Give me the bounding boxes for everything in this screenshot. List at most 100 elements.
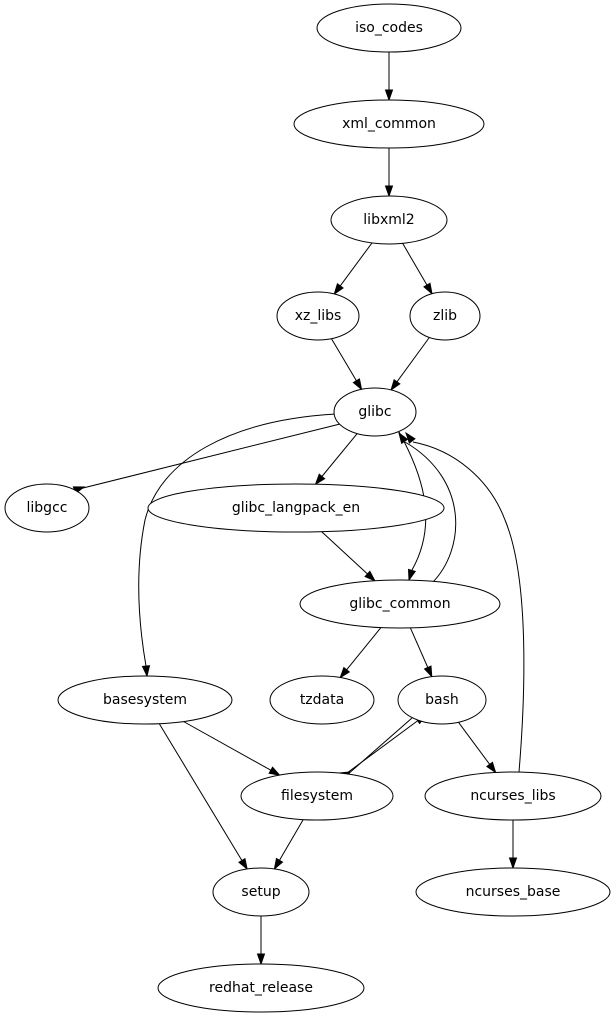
edge-glibc-to-glibc_langpack_en [314, 433, 358, 486]
node-bash[interactable]: bash [397, 675, 487, 725]
node-shape [293, 99, 485, 149]
node-redhat-release[interactable]: redhat_release [157, 963, 365, 1013]
arrowhead-icon [339, 666, 351, 679]
node-ncurses-libs[interactable]: ncurses_libs [424, 771, 602, 821]
node-label: libxml2 [363, 212, 414, 228]
arrowhead-icon [141, 665, 151, 678]
edge-line [321, 433, 358, 477]
node-shape [276, 291, 360, 341]
arrowhead-icon [268, 766, 281, 776]
node-label: ncurses_libs [470, 788, 555, 804]
node-glibc[interactable]: glibc [333, 387, 417, 437]
arrowhead-icon [508, 857, 518, 870]
edge-bash-to-filesystem [337, 717, 413, 780]
arrowhead-icon [314, 473, 326, 486]
edge-iso_codes-to-xml_common [384, 52, 394, 102]
node-label: glibc_common [349, 596, 450, 612]
edge-line [279, 819, 304, 861]
arrowhead-icon [423, 665, 433, 679]
node-label: setup [241, 884, 280, 900]
node-zlib[interactable]: zlib [409, 291, 481, 341]
nodes-layer: iso_codes xml_common libxml2 xz_libs zlib gli… [4, 3, 611, 1013]
arrowhead-icon [364, 570, 376, 582]
edge-line [409, 627, 429, 668]
node-label: bash [425, 692, 459, 708]
edge-libxml2-to-zlib [402, 243, 433, 296]
node-ncurses-base[interactable]: ncurses_base [415, 867, 611, 917]
node-tzdata[interactable]: tzdata [269, 675, 375, 725]
edge-glibc_langpack_en-to-glibc_common [321, 531, 376, 582]
arrowhead-icon [407, 568, 417, 582]
node-label: redhat_release [209, 980, 313, 996]
node-shape [409, 291, 481, 341]
node-shape [415, 867, 611, 917]
node-shape [240, 771, 394, 821]
node-xz-libs[interactable]: xz_libs [276, 291, 360, 341]
node-label: zlib [433, 308, 457, 324]
node-shape [397, 675, 487, 725]
node-label: xml_common [342, 116, 436, 132]
edge-line [412, 441, 525, 773]
arrowhead-icon [333, 283, 344, 296]
node-label: xz_libs [295, 308, 342, 324]
edge-xz_libs-to-glibc [331, 338, 363, 391]
arrowhead-icon [273, 857, 284, 871]
node-shape [269, 675, 375, 725]
edge-xml_common-to-libxml2 [384, 148, 394, 198]
node-shape [330, 195, 448, 245]
edge-line [346, 717, 413, 776]
edge-setup-to-redhat_release [256, 916, 266, 966]
edge-glibc_common-to-bash [409, 627, 433, 679]
edge-line [339, 242, 373, 287]
edge-bash-to-ncurses_libs [458, 722, 497, 774]
edge-ncurses_libs-to-glibc [405, 431, 525, 773]
arrowhead-icon [390, 378, 401, 392]
edge-filesystem-to-setup [273, 819, 304, 871]
arrowhead-icon [256, 953, 266, 966]
edge-basesystem-to-filesystem [183, 721, 281, 776]
node-label: glibc_langpack_en [232, 500, 360, 516]
edge-line [346, 718, 421, 774]
node-glibc-common[interactable]: glibc_common [299, 579, 501, 629]
node-shape [333, 387, 417, 437]
node-label: filesystem [281, 788, 353, 804]
arrowhead-icon [398, 431, 409, 445]
edge-libxml2-to-xz_libs [333, 242, 373, 296]
node-basesystem[interactable]: basesystem [57, 675, 233, 725]
edge-line [458, 722, 491, 765]
arrowhead-icon [352, 378, 363, 391]
node-shape [57, 675, 233, 725]
node-label: tzdata [300, 692, 344, 708]
edge-line [321, 531, 368, 575]
arrowhead-icon [485, 761, 497, 774]
node-libxml2[interactable]: libxml2 [330, 195, 448, 245]
node-shape [299, 579, 501, 629]
node-xml-common[interactable]: xml_common [293, 99, 485, 149]
node-shape [4, 483, 90, 533]
node-label: glibc [358, 404, 391, 420]
node-shape [424, 771, 602, 821]
edge-glibc_common-to-tzdata [339, 627, 382, 679]
arrowhead-icon [405, 431, 416, 444]
edge-line [331, 338, 357, 381]
edge-basesystem-to-setup [158, 723, 248, 871]
edge-line [183, 721, 272, 771]
edge-glibc-to-libgcc [72, 423, 341, 495]
arrowhead-icon [384, 89, 394, 102]
node-shape [157, 963, 365, 1013]
node-shape [212, 867, 310, 917]
arrowhead-icon [384, 185, 394, 198]
node-setup[interactable]: setup [212, 867, 310, 917]
edge-line [74, 423, 341, 491]
node-filesystem[interactable]: filesystem [240, 771, 394, 821]
edge-line [396, 337, 430, 383]
edges-layer [72, 52, 525, 966]
edge-glibc_common-to-glibc [398, 431, 457, 584]
arrowhead-icon [238, 857, 248, 871]
node-label: libgcc [27, 500, 68, 516]
node-iso-codes[interactable]: iso_codes [316, 3, 462, 53]
edge-line [138, 413, 337, 667]
node-libgcc[interactable]: libgcc [4, 483, 90, 533]
node-glibc-langpack-en[interactable]: glibc_langpack_en [147, 483, 445, 533]
